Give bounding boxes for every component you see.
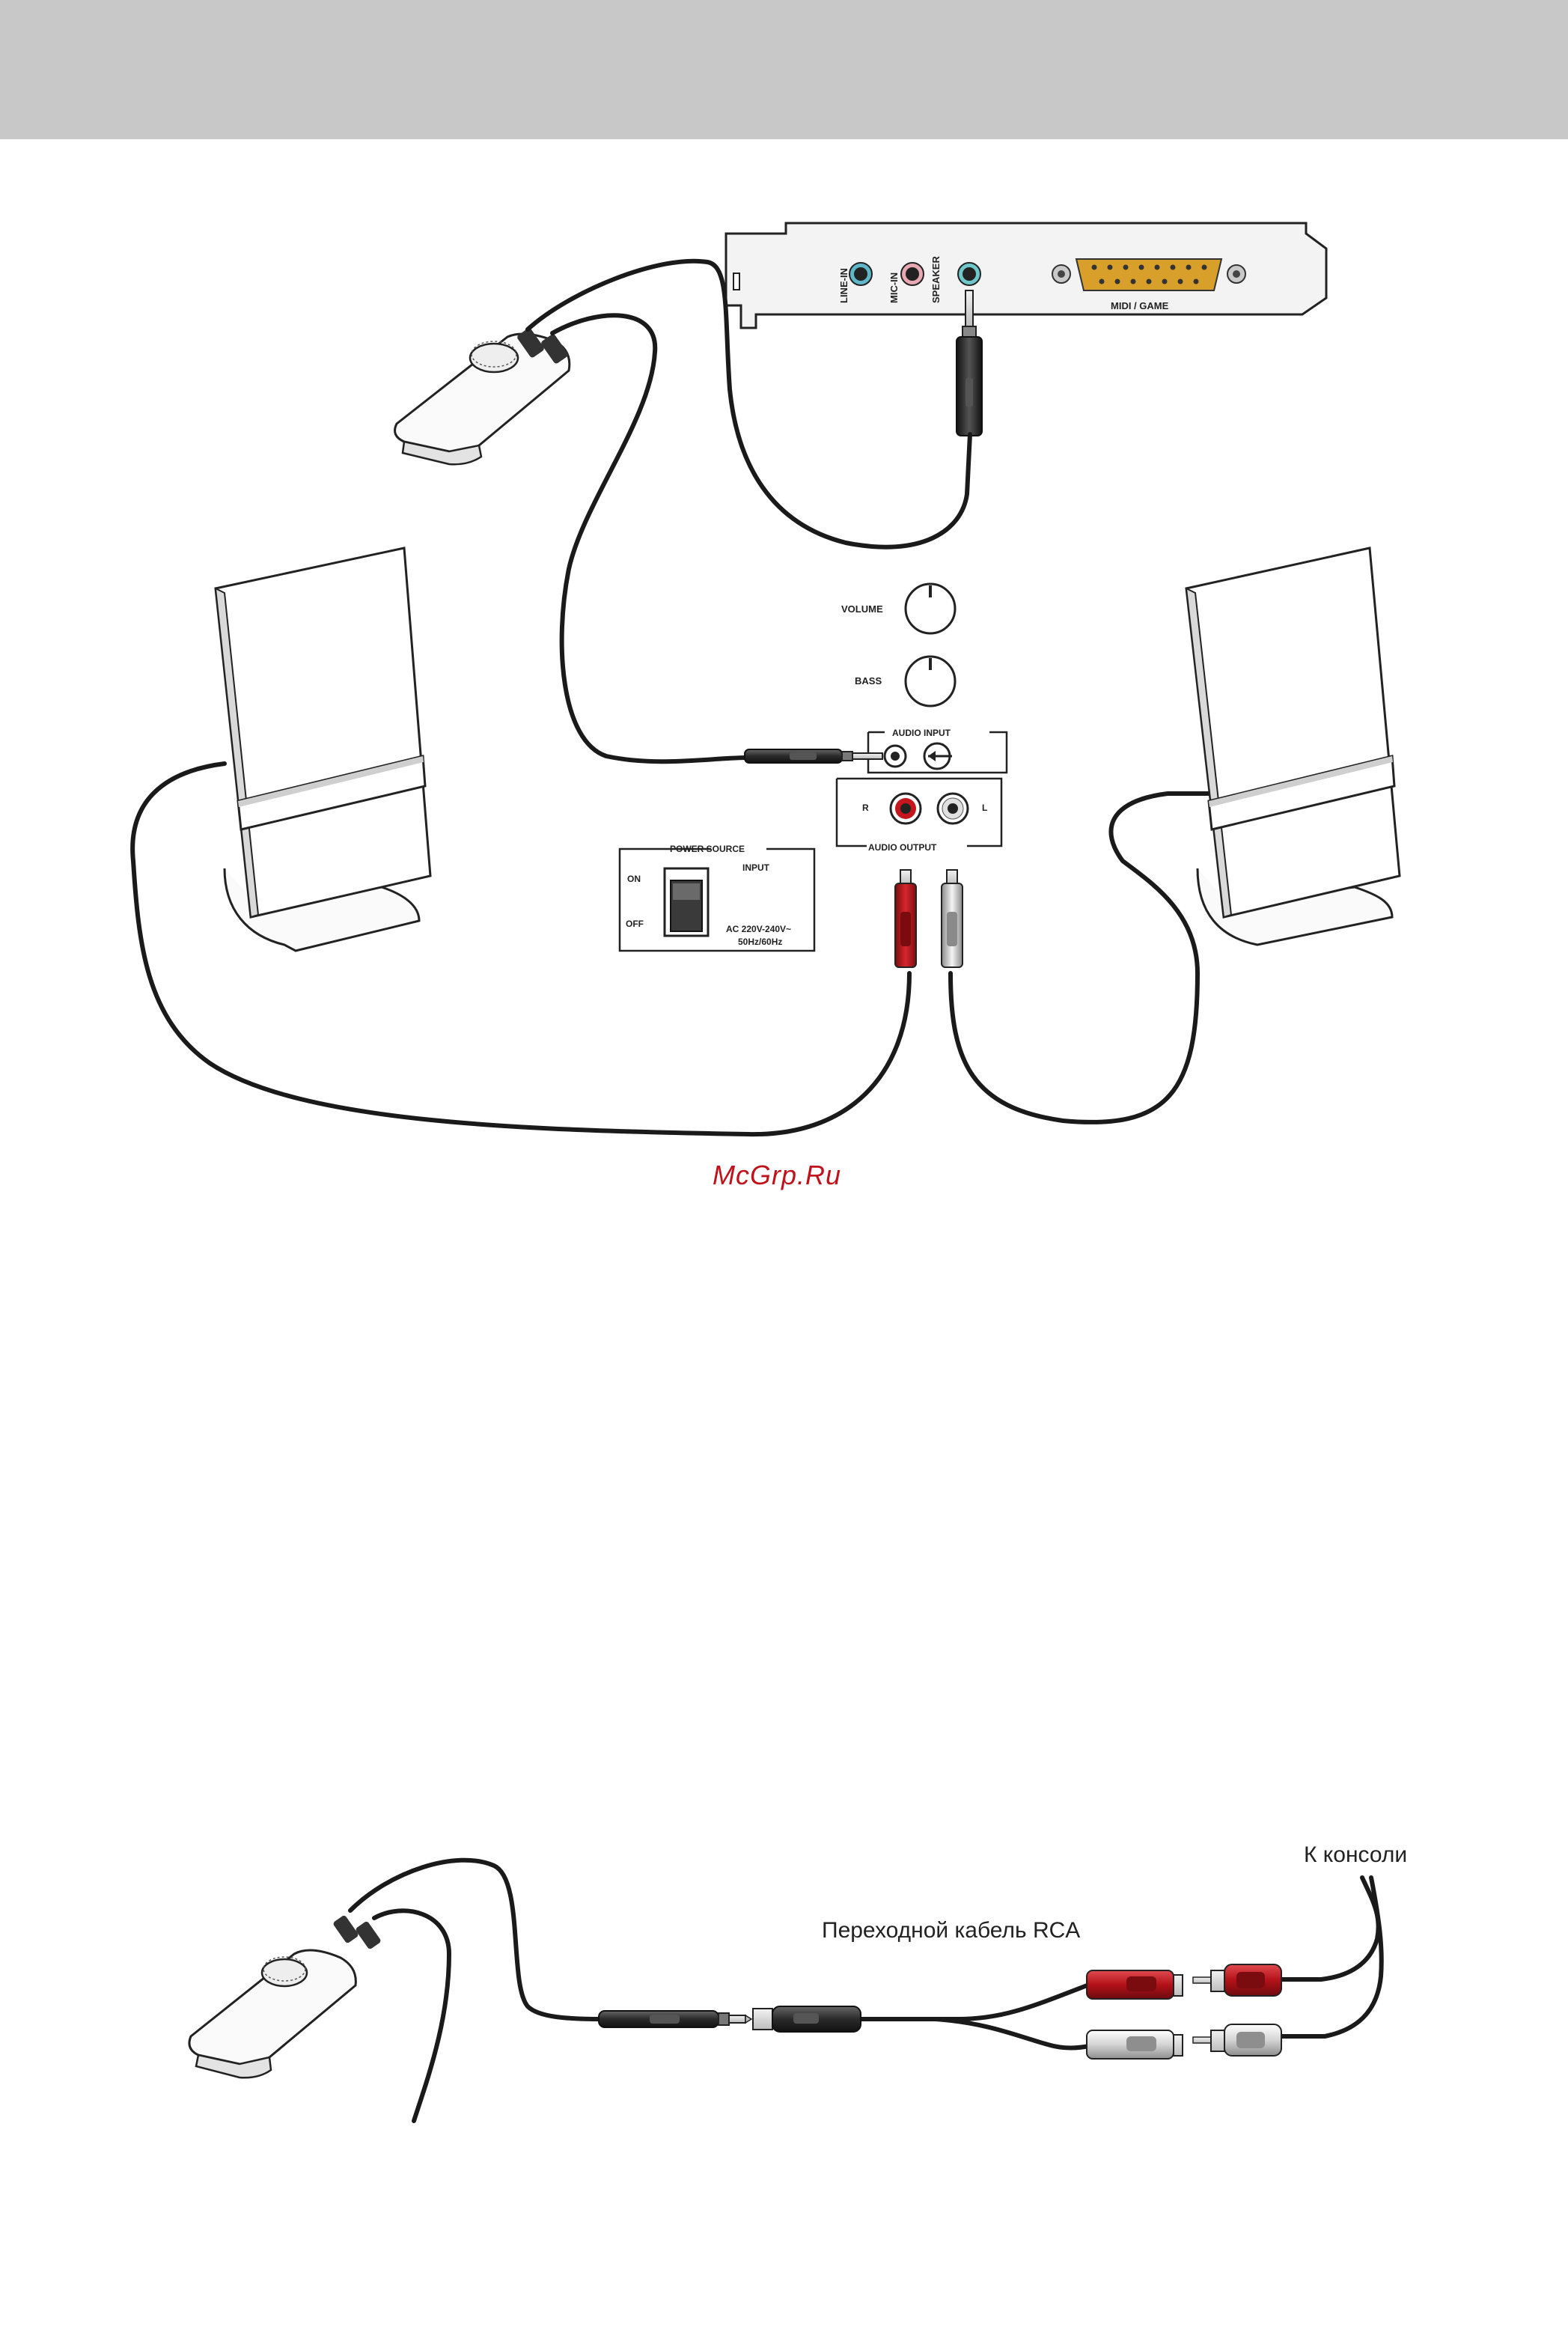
power-off-label: OFF	[626, 919, 644, 929]
cable-adapter-lower	[936, 2019, 1089, 2048]
power-input-label: INPUT	[742, 862, 770, 873]
cable-remote-down	[374, 1911, 449, 2121]
audio-output-label: AUDIO OUTPUT	[868, 842, 937, 853]
power-rating-line1: AC 220V-240V~	[726, 924, 791, 934]
rca-female-white	[1087, 2030, 1183, 2059]
audio-output-left-jack[interactable]	[938, 794, 968, 824]
remote-volume-control-bottom	[189, 1914, 382, 2077]
mic-in-jack[interactable]	[901, 263, 924, 285]
audio-output-right-jack[interactable]	[891, 794, 921, 824]
cable-remote-up	[350, 1860, 603, 2019]
adapter-cable-label: Переходной кабель RCA	[822, 1918, 1080, 1943]
remote-volume-control[interactable]	[395, 327, 570, 464]
cable-adapter-middle	[857, 1985, 1089, 2019]
volume-knob[interactable]	[906, 584, 955, 633]
power-on-label: ON	[627, 874, 641, 884]
power-source-panel	[620, 849, 814, 951]
speaker-label: SPEAKER	[930, 256, 942, 303]
audio-input-jack[interactable]	[885, 746, 906, 767]
rca-plug-red	[895, 870, 916, 967]
audio-input-plug	[745, 749, 882, 763]
channel-left-label: L	[982, 803, 987, 813]
bass-knob[interactable]	[906, 657, 955, 706]
console-label: К консоли	[1304, 1842, 1407, 1867]
volume-label: VOLUME	[841, 603, 883, 615]
rca-plug-white	[942, 870, 963, 967]
channel-right-label: R	[862, 803, 869, 813]
cable-remote-to-input	[552, 315, 748, 761]
line-in-label: LINE-IN	[838, 268, 849, 303]
mini-plug-male	[599, 2011, 751, 2027]
power-source-title: POWER SOURCE	[670, 844, 745, 854]
rca-male-white	[1193, 2024, 1281, 2056]
watermark: McGrp.Ru	[713, 1160, 841, 1190]
audio-input-label: AUDIO INPUT	[892, 728, 951, 738]
cable-right-speaker	[951, 794, 1216, 1122]
power-rating-line2: 50Hz/60Hz	[738, 937, 782, 947]
rca-female-red	[1087, 1970, 1183, 1999]
rca-male-red	[1193, 1964, 1281, 1996]
bass-label: BASS	[855, 675, 882, 687]
mic-in-label: MIC-IN	[888, 273, 900, 303]
line-in-jack[interactable]	[849, 263, 872, 285]
right-speaker	[1186, 548, 1400, 945]
audio-input-icon	[924, 743, 952, 769]
left-speaker	[216, 548, 430, 951]
midi-game-label: MIDI / GAME	[1111, 300, 1169, 311]
mini-jack-female	[753, 2006, 861, 2032]
speaker-jack[interactable]	[958, 263, 980, 285]
power-switch[interactable]	[665, 868, 708, 936]
cable-console-upper	[1280, 1878, 1379, 1979]
